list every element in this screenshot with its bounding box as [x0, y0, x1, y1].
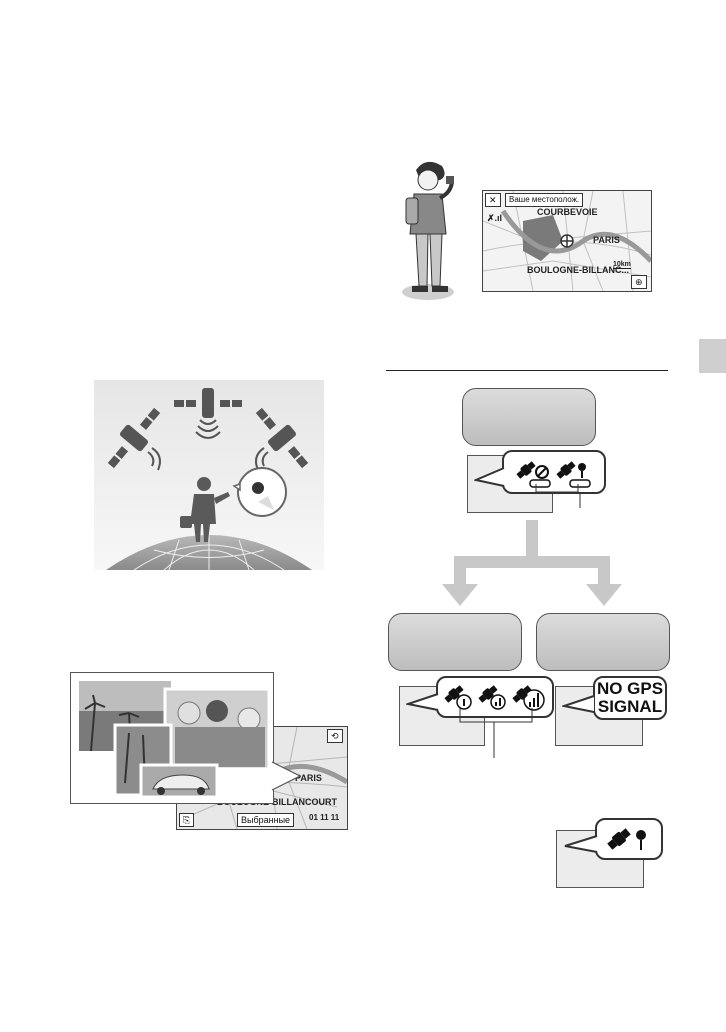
album-map-label: BOULOGNE-BILLANCOURT: [217, 797, 337, 807]
pin-icon: [578, 463, 586, 478]
section-divider: [386, 370, 668, 371]
bubble-located: [595, 818, 663, 860]
bracket-signal: [459, 708, 533, 758]
flow-right-box: [536, 613, 670, 671]
pin-icon: [636, 830, 646, 850]
satellite-illustration: [94, 380, 324, 571]
location-map: ✕ Ваше местополож. ✗.ıl COURBEVOIE PARIS…: [482, 190, 652, 292]
satellite-icon: [174, 388, 242, 439]
map-close-button[interactable]: ✕: [485, 193, 501, 207]
bubble-pointer: [474, 467, 505, 487]
album-date-label: 01 11 11: [309, 813, 340, 822]
satellite-icon: [512, 685, 532, 703]
no-gps-line1: NO GPS: [596, 679, 664, 698]
satellite-icon: [556, 461, 576, 479]
map-scale: 10km: [613, 261, 631, 269]
flow-start-box: [462, 388, 596, 446]
photo-album-frame: [70, 672, 274, 804]
flow-left-box: [388, 613, 522, 671]
satellite-icon: [516, 461, 536, 479]
no-gps-bubble: NO GPS SIGNAL: [593, 676, 667, 720]
album-back-button[interactable]: ⎘: [179, 813, 195, 827]
map-label-courbevoie: COURBEVOIE: [537, 207, 598, 217]
bubble-pointer: [562, 695, 595, 713]
satellite-icon: [607, 828, 631, 850]
satellite-icon: [478, 685, 498, 703]
map-gps-button[interactable]: ⊕: [631, 275, 647, 289]
man-illustration: [398, 158, 464, 302]
no-signal-icon: [535, 465, 549, 479]
signal-bars-icon: [523, 689, 545, 711]
flow-arrows: [442, 520, 622, 606]
album-rotate-button[interactable]: ⟲: [327, 729, 343, 743]
bubble-searching: [502, 450, 606, 494]
favorites-label: Выбранные: [241, 815, 291, 825]
map-label-boulogne: BOULOGNE-BILLANC...: [527, 265, 629, 275]
bubble-signal-strength: [436, 676, 554, 718]
no-gps-line2: SIGNAL: [597, 697, 663, 716]
section-tab: [699, 339, 726, 373]
album-callout: [271, 761, 302, 791]
signal-indicator: ✗.ıl: [487, 213, 503, 223]
signal-bars-icon: [456, 694, 472, 710]
favorites-button[interactable]: Выбранные: [237, 813, 295, 827]
bracket-searching: [535, 484, 581, 508]
satellite-icon: [444, 685, 464, 703]
signal-bars-icon: [490, 694, 506, 710]
map-label-paris: PARIS: [593, 235, 620, 245]
album-map-label: PARIS: [295, 773, 322, 783]
map-location-title: Ваше местополож.: [505, 193, 584, 207]
bubble-pointer: [406, 693, 439, 711]
bubble-pointer: [564, 835, 598, 853]
